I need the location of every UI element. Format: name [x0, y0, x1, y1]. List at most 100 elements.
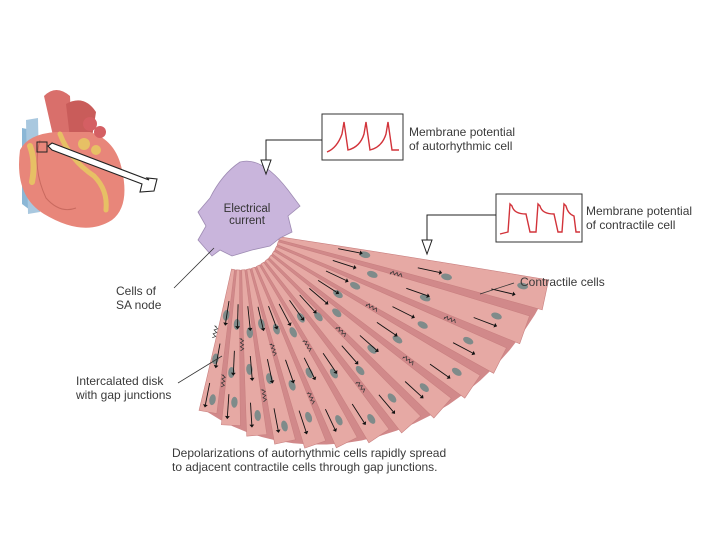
gap-junction: [302, 340, 312, 352]
cell-nucleus: [441, 273, 452, 281]
contractile-fiber: [251, 266, 327, 449]
contractile-fiber: [264, 258, 422, 434]
contractile-cells-leader: [479, 282, 515, 295]
current-arrow-shaft: [338, 248, 360, 254]
zoom-arrow: [47, 142, 158, 193]
cell-nucleus: [254, 410, 261, 421]
contractile-fiber: [274, 246, 507, 374]
gap-junction: [354, 381, 366, 393]
contractile-fiber: [276, 241, 530, 345]
current-arrow-shaft: [473, 317, 495, 326]
current-arrow-shaft: [299, 294, 315, 312]
current-arrow-shaft: [452, 342, 473, 354]
current-arrow-head: [324, 300, 329, 305]
cell-nucleus: [463, 336, 474, 345]
current-arrow-head: [335, 290, 340, 295]
cell-nucleus: [491, 312, 502, 320]
cell-nucleus: [314, 311, 323, 322]
current-arrow-head: [213, 364, 219, 369]
current-arrow-head: [411, 314, 415, 319]
gap-junction: [335, 326, 346, 337]
current-arrow-shaft: [378, 394, 394, 412]
gap-junction: [220, 374, 226, 388]
current-arrow-shaft: [268, 305, 277, 327]
label-contractile-cells: Contractile cells: [520, 275, 605, 289]
contractile-fiber: [260, 261, 390, 444]
cell-nucleus: [209, 394, 216, 406]
current-arrow-shaft: [237, 304, 239, 327]
contractile-cell-fibers: [198, 236, 549, 449]
label-membrane-contractile: Membrane potential of contractile cell: [586, 204, 692, 232]
current-flow-arrows: [203, 248, 516, 435]
current-arrow-head: [287, 322, 292, 327]
contractile-pointer: [421, 239, 433, 256]
current-arrow-shaft: [247, 306, 251, 329]
current-arrow-shaft: [325, 270, 347, 281]
gap-junction: [269, 343, 277, 357]
label-line: Membrane potential: [586, 204, 693, 218]
current-arrow-head: [223, 322, 229, 326]
current-arrow-head: [359, 250, 363, 256]
current-arrow-head: [393, 332, 398, 337]
current-arrow-shaft: [226, 394, 230, 417]
current-arrow-shaft: [266, 359, 273, 381]
cell-nucleus: [246, 327, 254, 339]
current-arrow-head: [493, 323, 498, 328]
current-arrow-head: [290, 379, 296, 384]
current-arrow-head: [249, 424, 255, 428]
current-arrow-shaft: [298, 410, 307, 432]
current-arrow-shaft: [317, 280, 337, 293]
current-arrow-shaft: [225, 301, 230, 323]
current-arrow-head: [247, 327, 253, 332]
contractile-leader: [426, 214, 496, 240]
current-arrow-shaft: [491, 288, 513, 295]
current-arrow-head: [260, 327, 266, 332]
current-arrow-shaft: [289, 299, 303, 319]
current-arrow-head: [312, 309, 317, 314]
heart-illustration: [19, 90, 158, 228]
current-arrow-head: [362, 421, 367, 426]
current-arrow-shaft: [429, 363, 449, 378]
current-arrow-head: [352, 264, 357, 270]
caption-line: Depolarizations of autorhythmic cells ra…: [172, 446, 447, 460]
current-arrow-head: [344, 278, 349, 283]
label-line: Membrane potential: [409, 125, 516, 139]
gap-junction: [260, 389, 268, 403]
caption-line: to adjacent contractile cells through ga…: [172, 460, 438, 474]
current-arrow-head: [300, 316, 305, 321]
label-line: Intercalated disk: [76, 374, 164, 388]
gap-junction: [212, 325, 219, 339]
cell-nucleus: [417, 321, 428, 329]
current-arrow-shaft: [324, 409, 336, 430]
contractile-trace-box: [421, 193, 583, 256]
label-intercalated-disk: Intercalated disk with gap junctions: [76, 374, 171, 402]
gap-junction: [389, 270, 403, 278]
sa-node-marker: [36, 141, 48, 153]
contractile-fiber: [268, 254, 452, 419]
current-arrow-shaft: [249, 355, 253, 379]
current-arrow-shaft: [351, 403, 365, 423]
current-arrow-head: [332, 428, 337, 432]
contractile-fiber: [278, 236, 549, 311]
current-arrow-shaft: [376, 322, 396, 336]
label-line: current: [229, 215, 265, 227]
cell-nucleus: [289, 327, 297, 338]
current-arrow-head: [446, 374, 451, 379]
sa-node-leader: [173, 247, 215, 289]
cell-nucleus: [419, 383, 429, 392]
current-arrow-head: [512, 291, 516, 297]
label-line: Contractile cells: [520, 275, 605, 289]
current-arrow-shaft: [303, 357, 315, 378]
current-arrow-shaft: [404, 381, 422, 397]
cell-nucleus: [451, 367, 462, 376]
current-arrow-shaft: [417, 267, 440, 273]
contractile-trace: [499, 202, 580, 235]
autorhythmic-pointer: [260, 159, 272, 176]
current-arrow-head: [303, 430, 309, 435]
intercalated-leader: [177, 355, 223, 384]
current-arrow-head: [273, 325, 279, 330]
current-arrow-head: [438, 270, 443, 275]
current-arrow-head: [374, 348, 379, 352]
